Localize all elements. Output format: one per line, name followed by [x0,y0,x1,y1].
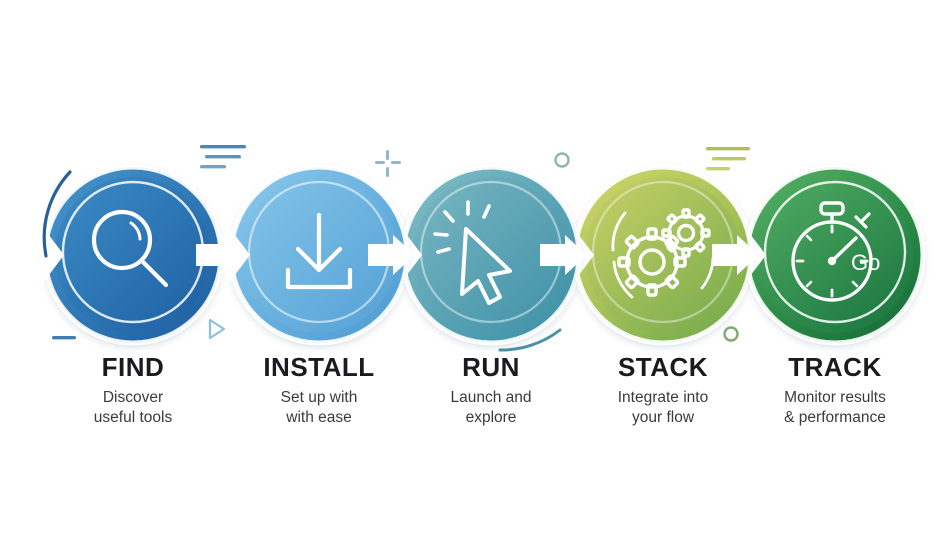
step-desc-install: Set up with with ease [224,388,414,428]
sparkle-cross-icon [375,150,401,177]
step-desc-stack-line2: your flow [631,409,695,426]
step-title-install: INSTALL [263,352,375,382]
step-label-track: TRACK Monitor results & performance [740,352,930,428]
step-desc-install-line1: Set up with [280,389,358,406]
gears-icon [611,208,715,299]
step-desc-stack: Integrate into your flow [568,388,758,428]
step-title-stack: STACK [617,352,709,382]
arrow-stack-to-track [712,235,759,275]
step-label-install: INSTALL Set up with with ease [224,352,414,428]
dash-blue [52,336,76,340]
stopwatch-icon: Go [791,201,880,302]
step-title-track: TRACK [788,352,882,382]
outer-arc-teal [498,328,562,352]
three-lines-olive [706,147,750,171]
download-icon [285,212,353,290]
step-desc-install-line2: with ease [286,409,352,426]
play-triangle-icon [208,318,226,340]
step-desc-run-line2: explore [465,409,517,426]
arrow-find-to-install [196,235,243,275]
stopwatch-go-text: Go [851,250,880,275]
step-label-find: FIND Discover useful tools [38,352,228,428]
step-label-run: RUN Launch and explore [396,352,586,428]
cursor-click-icon [433,200,512,305]
three-lines-blue [200,145,246,169]
step-desc-track: Monitor results & performance [740,388,930,428]
step-desc-track-line2: & performance [784,409,886,426]
arrow-run-to-stack [540,235,587,275]
step-desc-stack-line1: Integrate into [617,389,709,406]
magnifier-icon [91,209,169,288]
step-label-stack: STACK Integrate into your flow [568,352,758,428]
step-desc-track-line1: Monitor results [784,389,886,406]
ring-small-teal [554,152,570,168]
step-desc-find-line1: Discover [102,389,164,406]
step-desc-run-line1: Launch and [450,389,532,406]
step-circle-find[interactable] [42,164,224,346]
step-title-run: RUN [462,352,520,382]
step-labels: FIND Discover useful tools INSTALL Set u… [0,352,950,462]
step-circle-track[interactable] [744,164,926,346]
step-desc-find: Discover useful tools [38,388,228,428]
ring-small-green [723,326,739,342]
step-desc-run: Launch and explore [396,388,586,428]
step-title-find: FIND [101,352,165,382]
arrow-install-to-run [368,235,415,275]
step-desc-find-line2: useful tools [93,409,173,426]
